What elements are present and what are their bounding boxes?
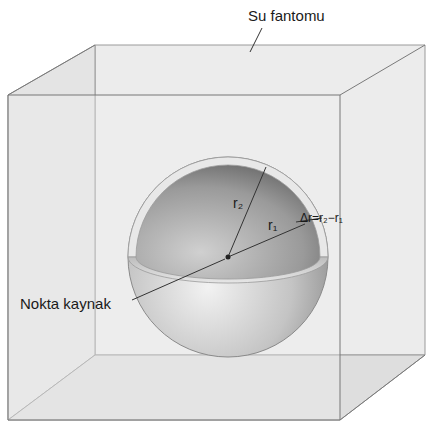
radius-label: r₁ [268,218,277,233]
water-phantom [8,45,425,420]
shell-thickness-label: Δr=r₂−r₁ [300,212,343,225]
radius-lines [132,28,322,300]
phantom-name: Su fantomu [248,8,325,25]
source-name: Nokta kaynak [20,296,111,313]
point-source [226,255,231,260]
r1-line [228,224,305,257]
spherical-shell [128,157,328,357]
radius-label: r₂ [233,196,243,211]
source-leader [132,259,225,300]
phantom-leader [250,28,262,52]
